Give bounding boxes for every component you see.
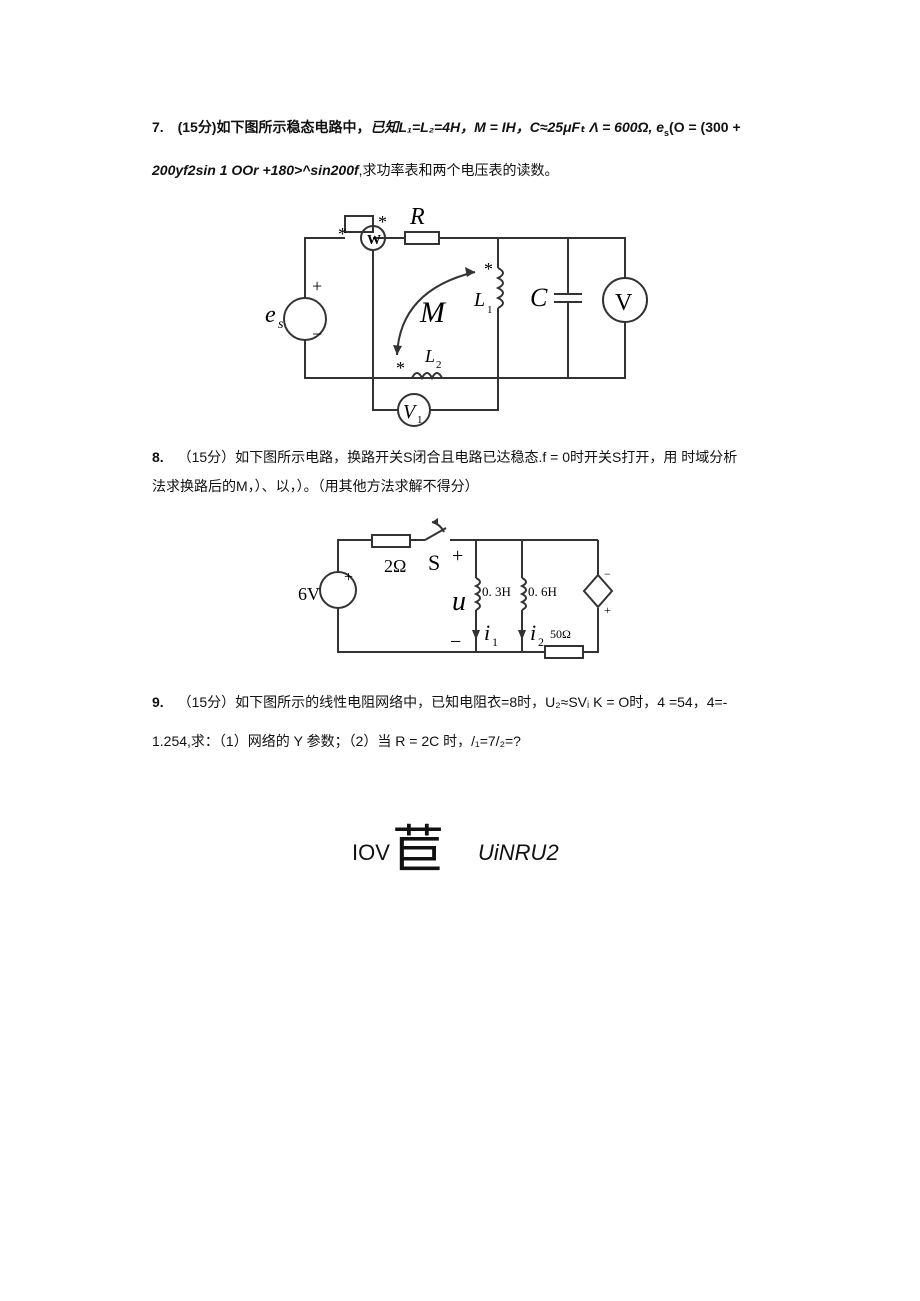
label-M: M xyxy=(419,296,447,329)
label-i1-sub: 1 xyxy=(492,635,498,649)
q7-given: 已知L₁=L₂=4H，M = IH，C≈25μFₜ Λ = 600Ω, e xyxy=(370,119,665,135)
q8-text1: （15分）如下图所示电路，换路开关S闭合且电路已达稳态.f = 0时开关S打开，… xyxy=(177,449,738,465)
wattmeter-label: W xyxy=(367,233,381,248)
q9-line2: 1.254,求：（1）网络的 Y 参数；（2）当 R = 2C 时，/₁=7/₂… xyxy=(152,731,521,751)
voltage-source-6V xyxy=(319,571,357,609)
label-0.6H: 0. 6H xyxy=(528,584,557,599)
label-L1: L xyxy=(473,289,485,311)
voltmeter-V1-sub: 1 xyxy=(417,414,423,426)
dep-plus: + xyxy=(604,603,611,617)
q7-line2: 200yf2sin 1 OOr +180>^sin200f,求功率表和两个电压表… xyxy=(152,160,559,180)
switch-S xyxy=(424,527,447,541)
q7-formula: 200yf2sin 1 OOr +180>^sin200f xyxy=(152,162,359,178)
voltmeter-V1 xyxy=(397,393,431,427)
inductor-0.3H xyxy=(473,577,481,611)
label-0.3H: 0. 3H xyxy=(482,584,511,599)
q9-number: 9. xyxy=(152,694,164,710)
u-minus: − xyxy=(450,631,461,653)
bottom-right-text: UiNRU2 xyxy=(478,840,559,865)
bottom-glyph: 苣 xyxy=(392,821,445,881)
label-2ohm: 2Ω xyxy=(384,556,406,576)
bottom-left-text: IOV xyxy=(352,840,390,865)
q8-text2: 法求换路后的M，）、以，）。（用其他方法求解不得分） xyxy=(152,478,479,494)
label-u: u xyxy=(452,586,466,617)
label-es-sub: s xyxy=(278,317,284,332)
label-R: R xyxy=(409,204,425,230)
label-L2-sub: 2 xyxy=(436,359,442,371)
label-C: C xyxy=(530,283,548,312)
dep-minus: − xyxy=(604,567,611,581)
q9-text1: （15分）如下图所示的线性电阻网络中，已知电阻衣=8时，U₂≈SVᵢ K = O… xyxy=(177,694,728,710)
label-i2-sub: 2 xyxy=(538,635,544,649)
label-es: e xyxy=(265,302,276,328)
voltage-source-es xyxy=(283,297,327,341)
source-plus: + xyxy=(344,569,353,586)
wattmeter-star-right: * xyxy=(378,212,387,232)
q7-es-sub: s xyxy=(664,127,670,138)
q8-line1: 8. （15分）如下图所示电路，换路开关S闭合且电路已达稳态.f = 0时开关S… xyxy=(152,447,737,467)
L1-star: * xyxy=(484,259,493,279)
L2-star: * xyxy=(396,358,405,378)
inductor-L1 xyxy=(495,267,504,309)
label-50ohm: 50Ω xyxy=(550,627,571,641)
q8-line2: 法求换路后的M，）、以，）。（用其他方法求解不得分） xyxy=(152,476,479,496)
u-plus: + xyxy=(452,545,463,567)
label-L1-sub: 1 xyxy=(487,304,493,316)
wattmeter xyxy=(360,225,386,251)
label-i1: i xyxy=(484,620,490,645)
resistor-2ohm xyxy=(371,534,411,548)
inductor-0.6H xyxy=(519,577,527,611)
resistor-R xyxy=(404,231,440,245)
label-i2: i xyxy=(530,620,536,645)
label-6V: 6V xyxy=(298,584,320,604)
q8-number: 8. xyxy=(152,449,164,465)
resistor-50ohm xyxy=(544,645,584,659)
q7-line1: 7. (15分)如下图所示稳态电路中，已知L₁=L₂=4H，M = IH，C≈2… xyxy=(152,117,741,138)
label-S: S xyxy=(428,550,440,575)
q7-number: 7. xyxy=(152,119,164,135)
voltmeter-V xyxy=(602,277,648,323)
wattmeter-star-left: * xyxy=(338,224,347,244)
q9-line1: 9. （15分）如下图所示的线性电阻网络中，已知电阻衣=8时，U₂≈SVᵢ K … xyxy=(152,692,727,712)
source-minus: − xyxy=(312,324,322,344)
q7-question: ,求功率表和两个电压表的读数。 xyxy=(358,162,559,178)
source-plus: + xyxy=(312,276,322,296)
q7-given2: (O = (300 + xyxy=(669,119,741,135)
dependent-source xyxy=(582,573,614,609)
mutual-inductance-arrow xyxy=(396,271,476,356)
q7-score: (15分)如下图所示稳态电路中， xyxy=(177,119,371,135)
q9-text2: 1.254,求：（1）网络的 Y 参数；（2）当 R = 2C 时，/₁=7/₂… xyxy=(152,733,521,749)
label-L2: L xyxy=(424,346,435,366)
voltmeter-V-label: V xyxy=(615,290,633,316)
voltmeter-V1-label: V xyxy=(403,401,418,423)
inductor-L2 xyxy=(411,372,443,381)
